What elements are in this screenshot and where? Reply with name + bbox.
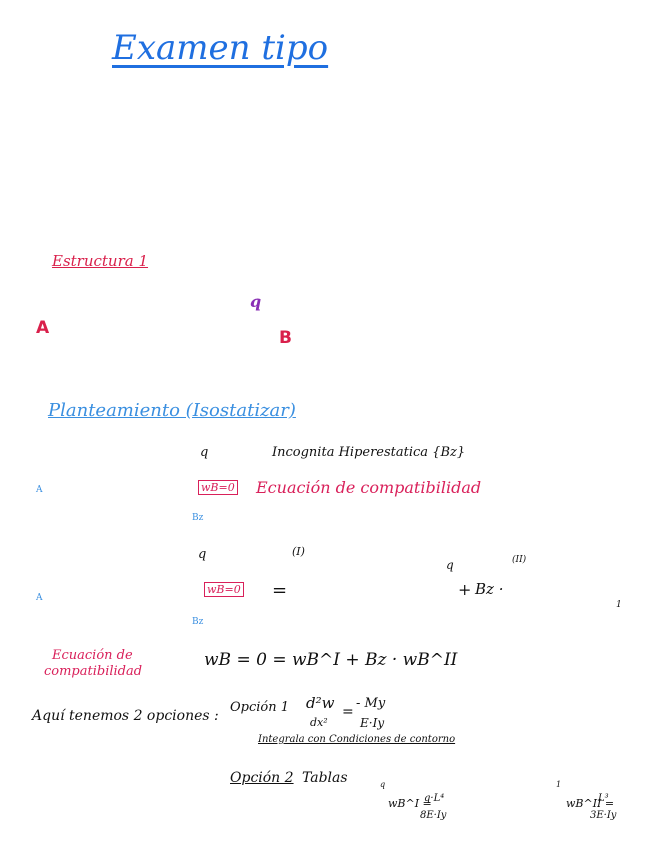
option1-label: Opción 1 bbox=[230, 700, 290, 715]
opt1-equals: = bbox=[342, 704, 354, 720]
case1-load: q bbox=[446, 558, 454, 572]
table2-num: L³ bbox=[598, 793, 609, 804]
fig2-reaction: Bz bbox=[192, 513, 204, 523]
compat-equation: wB = 0 = wB^I + Bz · wB^II bbox=[204, 650, 458, 670]
support-b-label: B bbox=[279, 328, 292, 348]
case2-label: (II) bbox=[512, 555, 527, 565]
compat-eq-label-2: compatibilidad bbox=[44, 664, 143, 679]
table1-load: q bbox=[380, 780, 386, 789]
planteamiento-heading: Planteamiento (Isostatizar) bbox=[48, 400, 296, 421]
table1-lhs: wB^I = bbox=[388, 797, 432, 810]
case1-label: (I) bbox=[292, 545, 305, 558]
options-intro: Aquí tenemos 2 opciones : bbox=[32, 708, 219, 724]
plus-sign: + bbox=[458, 580, 472, 599]
fig2-load-label: q bbox=[200, 445, 209, 460]
fig3-condition: wB=0 bbox=[204, 582, 244, 597]
page-title: Examen tipo bbox=[112, 28, 329, 68]
table2-load: 1 bbox=[556, 780, 562, 789]
support-a-label: A bbox=[36, 318, 50, 338]
option2-label: Opción 2 bbox=[230, 770, 294, 786]
opt1-lhs-den: dx² bbox=[310, 716, 328, 729]
opt1-lhs-num: d²w bbox=[306, 694, 335, 712]
load-label: q bbox=[250, 292, 262, 311]
compat-label: Ecuación de compatibilidad bbox=[256, 478, 482, 497]
table1-den: 8E·Iy bbox=[420, 810, 447, 821]
unknown-label: Incognita Hiperestatica {Bz} bbox=[272, 445, 466, 460]
opt1-rhs-num: - My bbox=[356, 696, 386, 711]
opt1-rhs-den: E·Iy bbox=[360, 716, 385, 730]
table2-lhs: wB^II = bbox=[566, 797, 615, 810]
section-label: Estructura 1 bbox=[52, 252, 149, 270]
unit-load-label: 1 bbox=[616, 600, 622, 610]
compat-eq-label-1: Ecuación de bbox=[52, 648, 133, 663]
fig3-reaction: Bz bbox=[192, 617, 204, 627]
equals-sign: = bbox=[272, 580, 288, 601]
table2-den: 3E·Iy bbox=[590, 810, 617, 821]
table1-num: q·L⁴ bbox=[424, 793, 445, 804]
option1-note: Integrala con Condiciones de contorno bbox=[258, 734, 456, 745]
fig2-support-a: A bbox=[36, 485, 43, 495]
option2-text: Tablas bbox=[302, 770, 348, 786]
fig3-load-label: q bbox=[198, 547, 207, 562]
fig3-support-a: A bbox=[36, 593, 43, 603]
bz-multiplier: Bz · bbox=[475, 580, 504, 598]
fig2-condition: wB=0 bbox=[198, 480, 238, 495]
